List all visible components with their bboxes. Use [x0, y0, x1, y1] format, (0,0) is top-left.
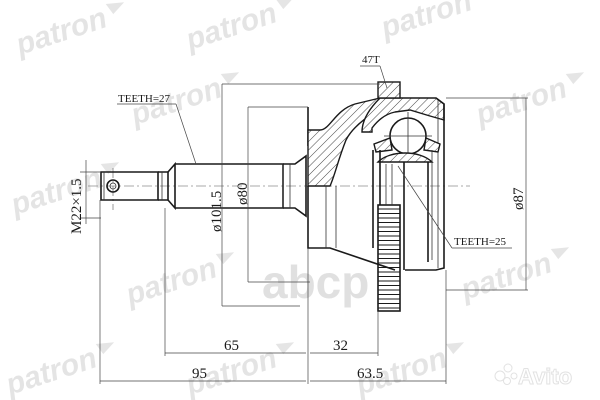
patron-watermark: patron	[456, 246, 556, 307]
dimension-lines	[80, 65, 528, 384]
avito-watermark: Avito	[494, 363, 573, 390]
threaded-shaft-end	[100, 161, 176, 211]
dia-80-label: ø80	[235, 183, 251, 206]
thread-spec-label: M22×1.5	[69, 178, 85, 234]
patron-watermark: patron	[6, 161, 106, 222]
abs-47t-label: 47T	[362, 54, 380, 66]
dim-65-label: 65	[224, 338, 239, 354]
dim-32-label: 32	[333, 338, 348, 354]
patron-watermark: patron	[121, 251, 221, 312]
patron-watermark: patron	[376, 0, 476, 45]
dia-101-5-label: ø101.5	[209, 191, 225, 232]
teeth-27-label: TEETH=27	[118, 93, 171, 105]
patron-watermark: patron	[1, 341, 101, 400]
svg-text:Avito: Avito	[518, 364, 572, 389]
patron-watermark: patron	[181, 0, 281, 57]
patron-watermark: patron	[11, 1, 111, 62]
dia-87-label: ø87	[511, 187, 527, 210]
outer-housing	[307, 97, 445, 271]
dim-95-label: 95	[192, 366, 207, 382]
dim-63-5-label: 63.5	[357, 366, 383, 382]
inner-race-ball-cage	[372, 112, 441, 270]
splined-shaft-body	[175, 154, 307, 218]
teeth-25-label: TEETH=25	[454, 236, 507, 248]
patron-watermark: patron	[471, 71, 571, 132]
abs-tone-ring	[377, 81, 401, 312]
